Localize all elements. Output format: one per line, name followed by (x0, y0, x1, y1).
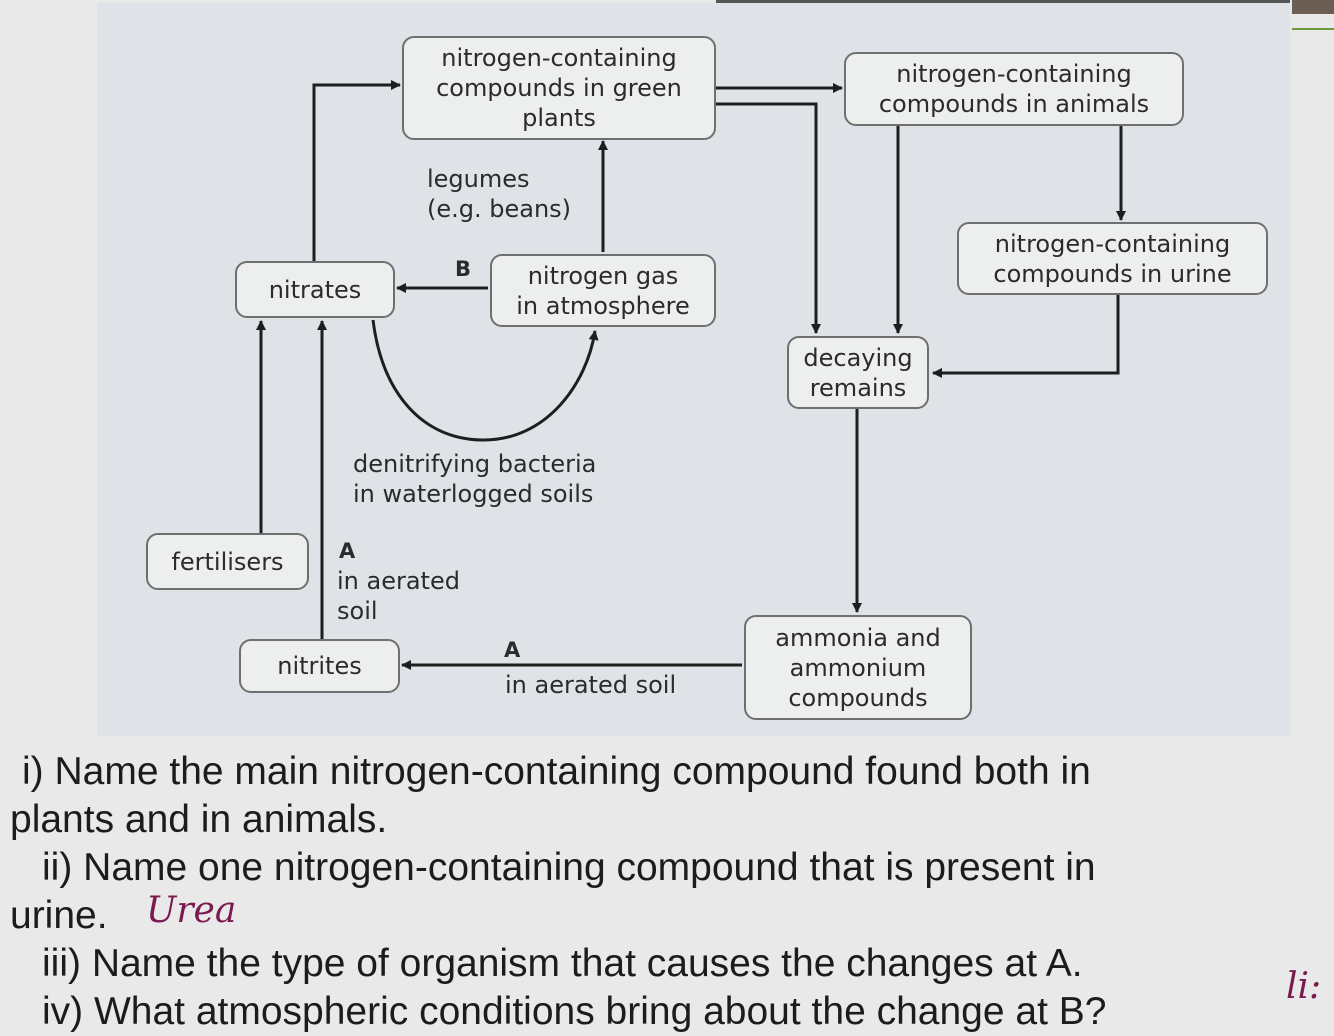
box-urine: nitrogen-containing compounds in urine (957, 222, 1268, 295)
label-letter-b: B (455, 257, 472, 281)
question-1-line-2: plants and in animals. (10, 798, 388, 841)
box-decaying-remains: decaying remains (787, 336, 929, 409)
question-1-line-1: i) Name the main nitrogen-containing com… (22, 750, 1091, 793)
question-2-line-1: ii) Name one nitrogen-containing compoun… (42, 846, 1096, 889)
label-in-aerated-soil-horizontal: in aerated soil (505, 671, 677, 699)
label-letter-a-vertical: A (339, 539, 356, 563)
arrow-denitrification (371, 319, 599, 442)
box-nitrogen-gas: nitrogen gas in atmosphere (490, 254, 716, 327)
box-animals: nitrogen-containing compounds in animals (844, 52, 1184, 126)
top-border-line (716, 0, 1290, 3)
diagram-arrows (256, 80, 1126, 670)
box-ammonia: ammonia and ammonium compounds (744, 615, 972, 720)
arrow-plants-to-decaying (716, 102, 821, 334)
box-plants: nitrogen-containing compounds in green p… (402, 36, 716, 140)
box-nitrites: nitrites (239, 639, 400, 693)
corner-accent-line (1292, 28, 1334, 30)
corner-decoration (1292, 0, 1334, 14)
question-4: iv) What atmospheric conditions bring ab… (42, 990, 1107, 1033)
handwritten-answer-urea: Urea (146, 890, 237, 931)
nitrogen-cycle-diagram: nitrogen-containing compounds in green p… (97, 3, 1290, 736)
label-letter-a-horizontal: A (504, 638, 521, 662)
question-3: iii) Name the type of organism that caus… (42, 942, 1083, 985)
box-fertilisers: fertilisers (146, 533, 309, 590)
label-legumes: legumes (e.g. beans) (427, 165, 572, 223)
box-nitrates: nitrates (235, 261, 395, 318)
label-denitrifying-bacteria: denitrifying bacteria in waterlogged soi… (353, 450, 597, 508)
handwritten-margin-note: li: (1286, 966, 1322, 1007)
label-in-aerated-soil-vertical: in aerated soil (337, 567, 460, 625)
question-2-line-2: urine. (10, 894, 108, 937)
arrow-urine-to-decaying (932, 295, 1120, 378)
arrow-nitrates-to-plants (312, 80, 401, 261)
